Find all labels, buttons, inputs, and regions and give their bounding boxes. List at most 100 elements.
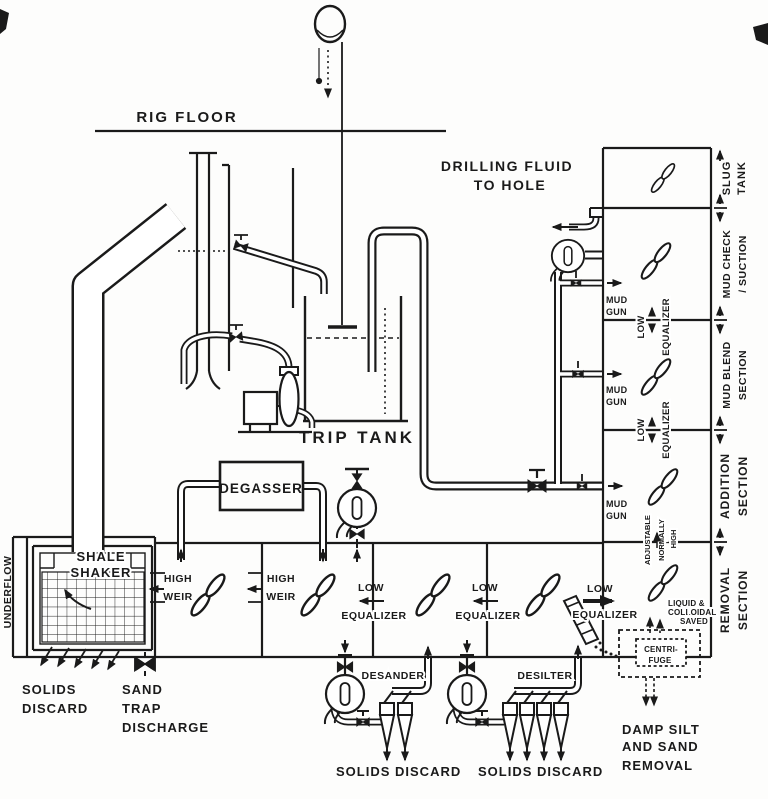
- low-equalizer-label: EQUALIZER: [661, 401, 672, 459]
- low-equalizer-label: EQUALIZER: [572, 609, 637, 621]
- pump-icon: [323, 673, 366, 726]
- drilling-fluid-label: TO HOLE: [474, 177, 546, 193]
- high-weir-label: HIGH: [267, 573, 295, 585]
- hydrocyclone-icon: [553, 702, 569, 754]
- section-mud-check-label: / SUCTION: [737, 235, 749, 293]
- damp-silt-label: REMOVAL: [622, 758, 693, 773]
- slurry-dots: [594, 641, 618, 658]
- shale-shaker-label: SHALE: [76, 549, 125, 564]
- section-removal-label: REMOVAL: [718, 567, 732, 633]
- low-equalizer-label: EQUALIZER: [661, 298, 672, 356]
- trip-tank-pump: [238, 366, 312, 434]
- high-weir-label: HIGH: [164, 573, 192, 585]
- trip-pump-piping: [180, 331, 316, 428]
- section-slug-tank-label: SLUG: [721, 161, 733, 196]
- trip-tank-label: TRIP TANK: [299, 428, 415, 447]
- standpipe: [554, 272, 602, 484]
- hoisting-system: [313, 4, 357, 329]
- agitator-icon: [645, 466, 681, 508]
- vacuum-pump: [335, 467, 378, 548]
- pump-icon: [335, 487, 378, 540]
- adjustable-weir-label: NORMALLY: [657, 519, 666, 561]
- underflow-arrow: [64, 588, 92, 610]
- low-equalizer-label: EQUALIZER: [455, 610, 520, 622]
- solids-discard-label: DISCARD: [22, 701, 88, 716]
- adjustable-weir-label: ADJUSTABLE: [643, 515, 652, 565]
- liquid-colloidal-label: COLLOIDAL: [668, 608, 716, 617]
- mud-gun-manifold-pipe: [367, 226, 602, 491]
- pump-icon: [445, 673, 488, 726]
- text-labels: RIG FLOOR DRILLING FLUID TO HOLE TRIP TA…: [2, 109, 750, 779]
- adjustable-weir-label: HIGH: [669, 530, 678, 549]
- hydrocyclone-icon: [536, 702, 552, 754]
- agitator-icon: [638, 240, 674, 282]
- shaker-screen-mesh: [41, 571, 145, 643]
- degasser-piping: [177, 480, 327, 561]
- section-addition-label: ADDITION: [718, 453, 732, 519]
- centrifuge-unit: [562, 594, 701, 707]
- mud-gun-label: GUN: [606, 307, 627, 317]
- valve-icon: [349, 528, 365, 540]
- liquid-colloidal-label: SAVED: [680, 617, 708, 626]
- agitator-icon: [648, 161, 678, 195]
- mud-gun-label: GUN: [606, 511, 627, 521]
- trip-tank-internals: [307, 308, 399, 414]
- damp-silt-label: AND SAND: [622, 739, 699, 754]
- mud-gun-label: MUD: [606, 295, 628, 305]
- hydrocyclone-icon: [379, 702, 395, 754]
- mud-gun-label: GUN: [606, 397, 627, 407]
- overlay-marks: [646, 306, 661, 548]
- agitator-icon: [412, 570, 454, 620]
- agitator-icon: [297, 570, 339, 620]
- solids-discard-arrows: [40, 646, 120, 671]
- hydrocyclone-icon: [519, 702, 535, 754]
- desander-unit: [323, 654, 413, 754]
- solids-discard-label: SOLIDS DISCARD: [336, 764, 461, 779]
- screw-conveyor-icon: [562, 594, 600, 646]
- flowline-pipe: [71, 203, 187, 552]
- drilling-fluid-label: DRILLING FLUID: [441, 158, 573, 174]
- centrifuge-label: FUGE: [648, 656, 671, 665]
- section-mud-blend-label: MUD BLEND: [721, 341, 733, 409]
- rig-floor-label: RIG FLOOR: [136, 109, 237, 126]
- agitator-icon: [522, 570, 564, 620]
- low-equalizer-label: EQUALIZER: [341, 610, 406, 622]
- sand-trap-label: TRAP: [122, 701, 161, 716]
- line-valves: [228, 234, 588, 493]
- degasser-label: DEGASSER: [219, 481, 303, 496]
- section-removal-label: SECTION: [736, 570, 750, 630]
- mud-gun-label: MUD: [606, 385, 628, 395]
- hydrocyclone-icon: [502, 702, 518, 754]
- agitator-icon: [187, 570, 229, 620]
- solids-discard-label: SOLIDS: [22, 682, 76, 697]
- solids-discard-label: SOLIDS DISCARD: [478, 764, 603, 779]
- mud-gun-label: MUD: [606, 499, 628, 509]
- low-equalizer-label: LOW: [636, 315, 647, 338]
- high-weir-label: WEIR: [163, 591, 192, 603]
- degasser: [218, 460, 305, 512]
- piping: [71, 203, 602, 726]
- sand-trap-label: DISCHARGE: [122, 720, 209, 735]
- scan-marks: [0, 9, 768, 45]
- crown-pulley-icon: [313, 4, 347, 44]
- shale-shaker-label: SHAKER: [71, 565, 132, 580]
- low-equalizer-label: LOW: [587, 583, 613, 595]
- sand-trap-valve-icon: [134, 652, 156, 676]
- section-addition-label: SECTION: [736, 456, 750, 516]
- sand-trap-label: SAND: [122, 682, 163, 697]
- fill-line-pipe: [232, 242, 328, 294]
- section-slug-tank-label: TANK: [736, 161, 748, 195]
- low-equalizer-label: LOW: [636, 418, 647, 441]
- low-equalizer-label: LOW: [472, 582, 498, 594]
- section-mud-check-label: MUD CHECK: [721, 230, 733, 299]
- valve-icon: [351, 473, 363, 489]
- mud-pump-piping: [569, 217, 602, 260]
- damp-silt-label: DAMP SILT: [622, 722, 700, 737]
- high-weir-label: WEIR: [266, 591, 295, 603]
- underflow-label: UNDERFLOW: [2, 556, 14, 629]
- desilter-unit: [445, 654, 569, 754]
- agitator-icon: [638, 356, 674, 398]
- low-equalizer-label: LOW: [358, 582, 384, 594]
